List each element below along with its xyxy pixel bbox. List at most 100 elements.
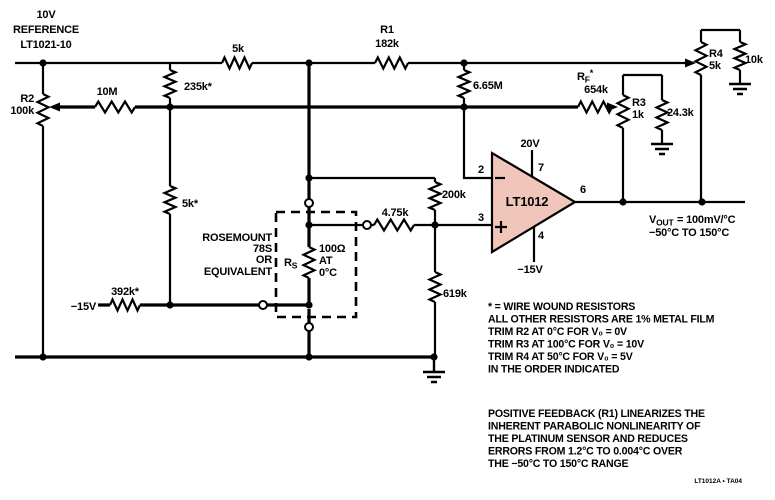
opamp-pin2-label: 2	[478, 164, 484, 176]
label-5k-star: 5k*	[182, 198, 199, 210]
note-line: POSITIVE FEEDBACK (R1) LINEARIZES THE	[488, 408, 705, 420]
resistor-r1-182k	[374, 55, 409, 71]
sensor-value-line3: 0°C	[319, 267, 337, 279]
reference-line1: 10V	[37, 9, 57, 21]
junction-dots	[39, 59, 706, 361]
label-r3-value: 1k	[632, 109, 645, 121]
resistor-10k	[731, 40, 749, 72]
note-line: THE −50°C TO 150°C RANGE	[488, 458, 628, 470]
junction-dot	[305, 353, 313, 361]
sensor-rs-element	[300, 246, 318, 279]
r3-wiper-arrow	[607, 102, 618, 112]
note-line: TRIM R3 AT 100°C FOR V₀ = 10V	[488, 339, 644, 351]
output-labels: VOUT= 100mV/°C −50°C TO 150°C	[649, 214, 736, 239]
opamp-supply-wires	[530, 150, 536, 262]
junction-dot	[619, 198, 627, 206]
junction-dot	[305, 301, 313, 309]
sensor-value-line2: AT	[319, 255, 333, 267]
resistor-235k	[161, 68, 179, 100]
note-line: * = WIRE WOUND RESISTORS	[488, 301, 635, 313]
notes-resistor-block: * = WIRE WOUND RESISTORS ALL OTHER RESIS…	[488, 301, 715, 376]
ground-symbol-bottom	[423, 357, 445, 384]
potentiometer-r3	[615, 94, 631, 129]
wiper-arrows	[49, 58, 696, 112]
label-619k: 619k	[443, 288, 468, 300]
label-rf-value: 654k	[584, 84, 609, 96]
junction-dot	[305, 174, 313, 182]
label-6.65m: 6.65M	[473, 80, 503, 92]
label-r2-value: 100k	[10, 105, 35, 117]
r3-network-wire	[621, 73, 664, 202]
junction-dot	[460, 59, 468, 67]
junction-dot	[39, 59, 47, 67]
note-line: INHERENT PARABOLIC NONLINEARITY OF	[488, 421, 701, 433]
note-line: IN THE ORDER INDICATED	[488, 364, 620, 376]
sensor-terminal-force	[258, 300, 268, 310]
sensor-rs-label: RS	[284, 257, 298, 271]
note-line: ALL OTHER RESISTORS ARE 1% METAL FILM	[488, 314, 715, 326]
label-r1-value: 182k	[375, 38, 400, 50]
ground-symbol-r4	[729, 82, 751, 96]
resistor-619k	[426, 270, 444, 304]
resistor-6.65m	[455, 68, 473, 100]
resistor-5k-top	[220, 54, 254, 72]
opamp-negative-supply-label: −15V	[517, 264, 543, 276]
junction-dot	[166, 103, 174, 111]
figure-tag: LT1012A • TA04	[694, 478, 742, 485]
label-4.75k: 4.75k	[382, 207, 410, 219]
sensor-maker-line4: EQUIVALENT	[204, 266, 273, 278]
label-neg15-supply: −15V	[71, 301, 97, 313]
label-10m: 10M	[97, 86, 118, 98]
resistor-5k-star	[161, 184, 179, 216]
opamp-pin6-label: 6	[580, 184, 586, 196]
resistor-24.3k	[653, 98, 671, 132]
r4-network-wire	[699, 28, 742, 202]
sensor-maker-line1: ROSEMOUNT	[202, 232, 272, 244]
junction-dot	[166, 301, 174, 309]
r4-wiper-arrow	[685, 58, 696, 68]
potentiometer-r4	[693, 41, 709, 76]
vout-equation: VOUT= 100mV/°C	[649, 214, 736, 228]
ground-symbol-r3	[651, 142, 673, 156]
label-200k: 200k	[442, 189, 467, 201]
notes-feedback-block: POSITIVE FEEDBACK (R1) LINEARIZES THE IN…	[488, 408, 705, 470]
noninverting-plus-icon	[495, 221, 507, 233]
note-line: THE PLATINUM SENSOR AND REDUCES	[488, 433, 688, 445]
label-r4-value: 5k	[709, 60, 722, 72]
sensor-package	[258, 198, 372, 332]
ground-symbols	[423, 82, 751, 384]
junction-dot	[431, 221, 439, 229]
reference-line2: REFERENCE	[13, 24, 79, 36]
label-24.3k: 24.3k	[667, 107, 695, 119]
sensor-terminal-top	[304, 198, 314, 208]
vout-range: −50°C TO 150°C	[649, 227, 729, 239]
resistor-200k	[426, 180, 444, 212]
opamp-triangle	[490, 151, 578, 254]
note-line: TRIM R2 AT 0°C FOR V₀ = 0V	[488, 326, 627, 338]
note-line: TRIM R4 AT 50°C FOR V₀ = 5V	[488, 351, 633, 363]
reference-line3: LT1021-10	[20, 39, 71, 51]
label-10k: 10k	[745, 54, 764, 66]
sensor-labels: ROSEMOUNT 78S OR EQUIVALENT RS 100Ω AT 0…	[202, 232, 346, 279]
component-labels: 5k R1 182k 235k* 6.65M 10M R2 100k 5k* 3…	[10, 24, 764, 313]
opamp-pin7-label: 7	[538, 162, 544, 174]
junction-dot	[698, 198, 706, 206]
label-392k: 392k*	[111, 286, 140, 298]
sensor-maker-line3: OR	[256, 254, 272, 266]
junction-dot	[305, 59, 313, 67]
sensor-dashed-outline	[274, 210, 358, 319]
junction-dot	[305, 221, 313, 229]
r2-wiper-arrow	[49, 102, 60, 112]
resistor-4.75k	[373, 217, 415, 233]
opamp-pin4-label: 4	[538, 230, 545, 242]
label-235k: 235k*	[184, 81, 213, 93]
resistor-392k	[108, 296, 142, 314]
sensor-maker-line2: 78S	[253, 243, 272, 255]
label-r1-name: R1	[380, 24, 394, 36]
opamp-part-label: LT1012	[506, 194, 549, 209]
sensor-terminal-sense	[362, 220, 372, 230]
label-rf-name: RF*	[577, 68, 594, 85]
